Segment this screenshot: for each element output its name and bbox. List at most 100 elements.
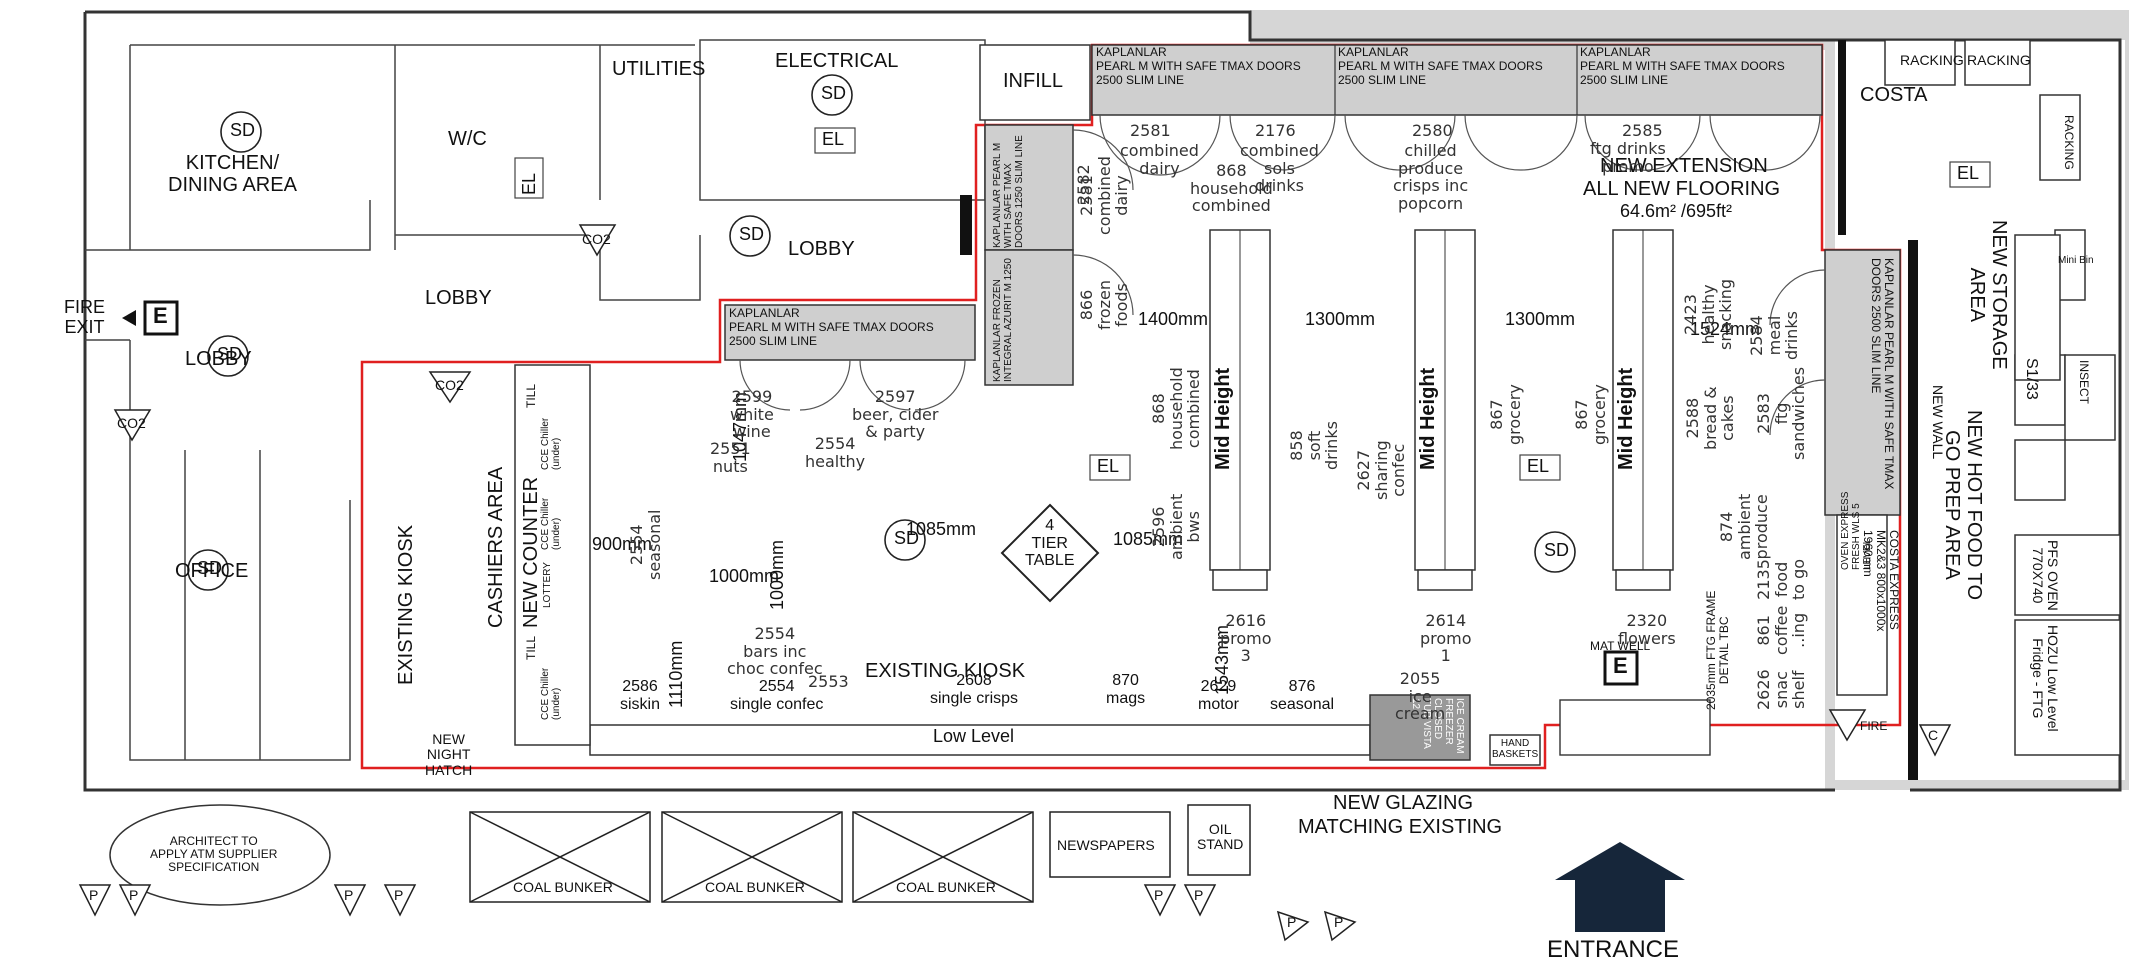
e-sign-left-label: E bbox=[153, 303, 168, 328]
bay-2580-code: 2580 bbox=[1412, 121, 1453, 140]
dim-1110: 1110mm bbox=[666, 640, 686, 708]
fridge-label-3-l2: PEARL M WITH SAFE TMAX DOORS bbox=[1580, 59, 1785, 73]
bay-2554c: 2554 single confec bbox=[730, 678, 824, 713]
mat-well-label: MAT WELL bbox=[1590, 639, 1651, 653]
bay-2629: 2629 motor bbox=[1198, 678, 1239, 713]
fridge-bank-top bbox=[1091, 44, 1823, 116]
sd-label-electrical: SD bbox=[821, 83, 847, 103]
racking-3: RACKING bbox=[2062, 115, 2076, 170]
bay-2599: 2599 white wine bbox=[730, 387, 774, 442]
racking-1: RACKING bbox=[1900, 52, 1964, 68]
bay-2596: 2596 ambient bws bbox=[1149, 493, 1204, 560]
fridge-label-4-l2: PEARL M WITH SAFE TMAX DOORS bbox=[729, 320, 934, 334]
architect-note: ARCHITECT TO APPLY ATM SUPPLIER SPECIFIC… bbox=[150, 834, 278, 875]
black-wall-1 bbox=[960, 195, 972, 255]
low-level-shelf bbox=[589, 724, 1371, 756]
room-utilities: UTILITIES bbox=[612, 58, 706, 80]
bay-2582: 2582 bbox=[1074, 164, 1093, 205]
bay-858: 858 soft drinks bbox=[1287, 421, 1342, 470]
el-label-3: EL bbox=[1527, 456, 1550, 476]
dim-1300a: 1300mm bbox=[1305, 309, 1376, 329]
entrance-label: ENTRANCE bbox=[1547, 936, 1680, 963]
lottery: LOTTERY bbox=[542, 562, 553, 608]
coal-bunker-3: COAL BUNKER bbox=[896, 879, 996, 895]
fridge-door-swings bbox=[739, 114, 1826, 436]
bay-2608: 2608 single crisps bbox=[930, 672, 1019, 707]
bay-876: 876 seasonal bbox=[1270, 678, 1335, 713]
pfs-oven: PFS OVEN 770X740 bbox=[2029, 540, 2061, 611]
fridge-label-4-l1: KAPLANLAR bbox=[729, 306, 800, 320]
ice-cream-freezer bbox=[1369, 694, 1471, 761]
smoke-detectors bbox=[187, 74, 1576, 591]
bay-2583: 2583 ftg sandwiches bbox=[1754, 366, 1809, 460]
e-sign-entrance bbox=[1603, 650, 1639, 686]
cashiers-area: CASHIERS AREA bbox=[485, 466, 507, 628]
bay-2627: 2627 sharing confec bbox=[1354, 440, 1409, 500]
gondolas bbox=[1209, 229, 1674, 591]
hand-baskets-box bbox=[1489, 734, 1541, 766]
sd-label-office: SD bbox=[197, 558, 223, 578]
bay-867a: 867 grocery bbox=[1487, 384, 1524, 445]
bay-2055: 2055 ice cream bbox=[1395, 669, 1446, 724]
sd-label-lobby-left: SD bbox=[217, 344, 243, 364]
p-label-2: P bbox=[129, 887, 139, 903]
bay-2581-desc: combined dairy bbox=[1120, 141, 1199, 178]
mid-height-1: Mid Height bbox=[1212, 367, 1234, 470]
new-counter: NEW COUNTER bbox=[520, 476, 542, 628]
room-new-hot-food: NEW HOT FOOD TO GO PREP AREA bbox=[1941, 410, 1985, 601]
el-label-4: EL bbox=[1957, 163, 1980, 183]
fridge-label-2-l2: PEARL M WITH SAFE TMAX DOORS bbox=[1338, 59, 1543, 73]
entrance-arrow bbox=[1555, 842, 1685, 932]
p-label-4: P bbox=[394, 887, 404, 903]
coal-bunker-1: COAL BUNKER bbox=[513, 879, 613, 895]
c-label: C bbox=[1928, 727, 1939, 743]
bay-2553: 2553 bbox=[808, 672, 849, 691]
bay-2597: 2597 beer, cider & party bbox=[852, 387, 939, 442]
sd-label-lobby: SD bbox=[739, 224, 765, 244]
cce-chiller-1: CCE Chiller (under) bbox=[540, 417, 562, 470]
fire-exit-arrow bbox=[122, 310, 136, 326]
dim-1000: 1000mm bbox=[709, 566, 780, 586]
bay-2554s: 2554 seasonal bbox=[627, 509, 664, 581]
room-office: OFFICE bbox=[175, 560, 249, 582]
bay-2588: 2588 bread & cakes bbox=[1683, 386, 1738, 450]
oven-express: OVEN EXPRESS FRESH WLS 5 LEVEL bbox=[1840, 491, 1873, 570]
fridge-label-v1: KAPLANLAR PEARL M WITH SAFE TMAX DOORS 1… bbox=[992, 135, 1025, 248]
newspapers: NEWSPAPERS bbox=[1057, 837, 1155, 853]
black-wall-2 bbox=[1838, 40, 1846, 235]
coal-bunker-2: COAL BUNKER bbox=[705, 879, 805, 895]
co2-label-1: CO2 bbox=[582, 231, 611, 247]
bay-868b: 868 household combined bbox=[1149, 367, 1204, 450]
parking-triangles bbox=[78, 724, 1952, 942]
dim-900: 900mm bbox=[592, 534, 653, 554]
sd-label-shop: SD bbox=[894, 528, 920, 548]
room-kitchen: KITCHEN/ DINING AREA bbox=[168, 152, 297, 196]
matching-existing: MATCHING EXISTING bbox=[1298, 816, 1503, 838]
ftg-frame: 2035mm FTG FRAME DETAIL TBC bbox=[1704, 590, 1732, 710]
insect: INSECT bbox=[2077, 360, 2091, 405]
bay-2584: 2584 meal drinks bbox=[1747, 311, 1802, 360]
e-sign-left bbox=[143, 300, 179, 336]
room-fire-exit: FIRE EXIT bbox=[64, 297, 106, 337]
fridge-left-vertical bbox=[984, 124, 1074, 251]
dim-1400: 1400mm bbox=[1138, 309, 1209, 329]
bay-874: 874 ambient produce bbox=[1717, 493, 1772, 560]
till-1: TILL bbox=[524, 383, 538, 408]
sd-label-kitchen: SD bbox=[230, 120, 256, 140]
s133: S1/33 bbox=[2023, 358, 2040, 400]
dim-1524: 1524mm bbox=[1690, 319, 1761, 339]
coal-bunkers bbox=[469, 804, 1251, 903]
fridge-infill bbox=[979, 44, 1091, 121]
mid-height-3: Mid Height bbox=[1615, 367, 1637, 470]
bay-868a: 868 household combined bbox=[1190, 161, 1273, 216]
room-lobby-left: LOBBY bbox=[185, 348, 252, 370]
bay-2614: 2614 promo 1 bbox=[1420, 611, 1472, 666]
sd-label-right: SD bbox=[1544, 540, 1570, 560]
dim-1085a: 1085mm bbox=[906, 519, 977, 539]
bay-861: 861 coffee ..ing bbox=[1754, 605, 1809, 655]
fridge-label-1-l1: KAPLANLAR bbox=[1096, 45, 1167, 59]
el-label-1: EL bbox=[822, 129, 845, 149]
bay-2135: 2135 food to go bbox=[1754, 558, 1809, 600]
fire-label: FIRE bbox=[1860, 719, 1888, 733]
tier-table bbox=[1000, 503, 1100, 603]
